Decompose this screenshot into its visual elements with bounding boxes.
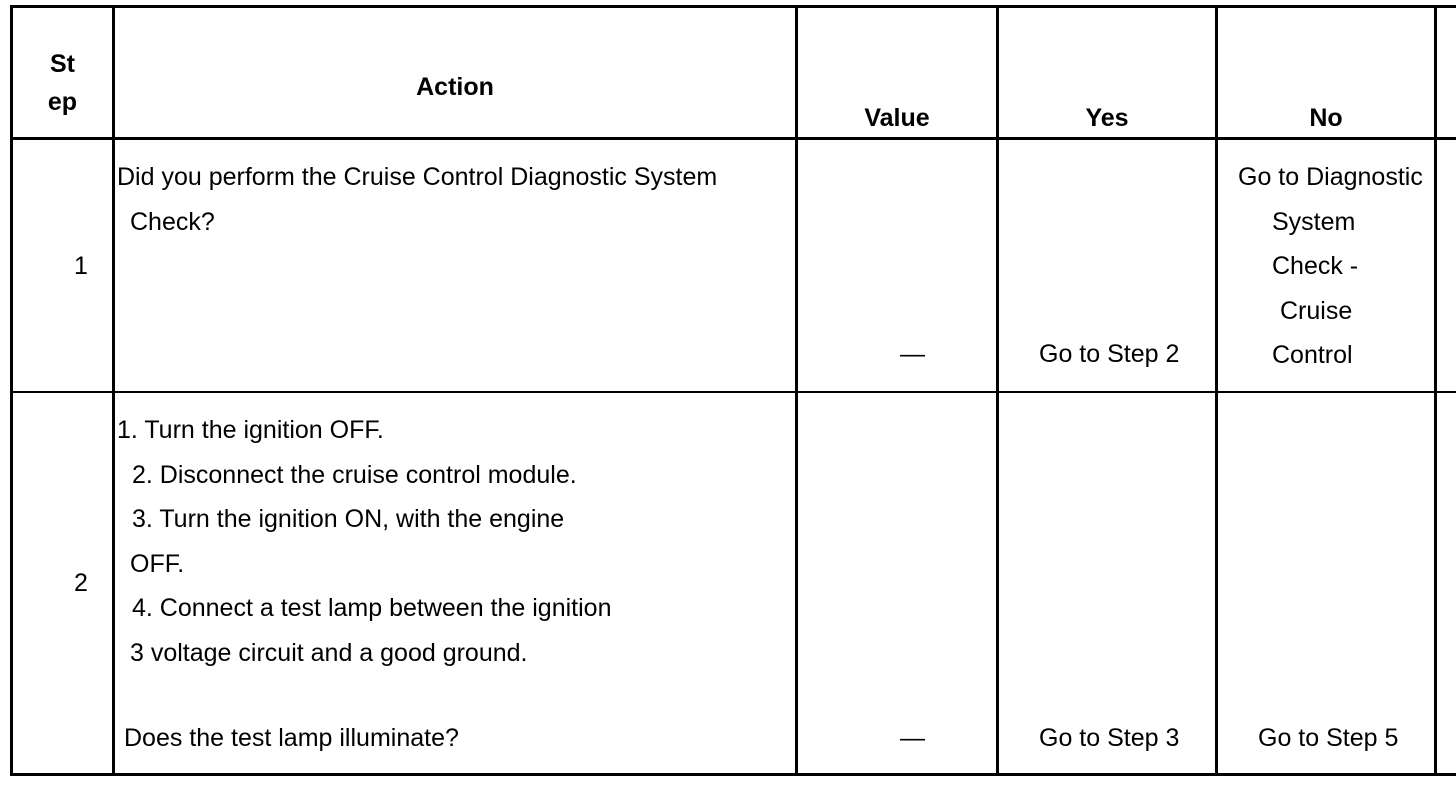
header-step-line2: ep [47,88,78,116]
column-divider-value [996,5,999,776]
row1-step: 1 [74,252,88,280]
header-step-line1: St [50,50,75,78]
row1-no-line: Control [1272,341,1353,369]
row2-action-line: 3 voltage circuit and a good ground. [130,638,528,667]
table-border-right [1434,5,1437,776]
table-border-left [10,5,13,776]
row2-action: 1. Turn the ignition OFF. 2. Disconnect … [117,408,611,675]
row2-no: Go to Step 5 [1258,724,1399,752]
row2-action-line: OFF. [130,549,185,578]
header-no: No [1309,104,1343,132]
row1-action-line: Check? [130,207,215,236]
column-divider-step [112,5,115,776]
column-divider-yes [1215,5,1218,776]
header-step: St ep [13,45,112,121]
row2-action-line: 2. Disconnect the cruise control module. [132,460,577,489]
row2-action-line: 1. Turn the ignition OFF. [117,416,384,444]
column-divider-action [795,5,798,776]
table-border-top [10,5,1456,8]
row2-question: Does the test lamp illuminate? [124,724,459,752]
row2-action-line: 3. Turn the ignition ON, with the engine [132,505,565,533]
header-value: Value [864,104,930,132]
diagnostic-table: St ep Action Value Yes No 1 Did you perf… [10,5,1456,776]
table-border-bottom [10,773,1456,776]
header-divider [10,137,1456,140]
row1-no-line: Check - [1272,252,1359,280]
row1-no: Go to Diagnostic System Check - Cruise C… [1218,155,1456,378]
row-divider [10,391,1456,393]
row1-yes: Go to Step 2 [1039,340,1180,368]
row1-action: Did you perform the Cruise Control Diagn… [117,155,717,244]
row1-no-line: Go to Diagnostic [1238,163,1423,191]
row2-action-line: 4. Connect a test lamp between the ignit… [132,594,612,622]
row1-no-line: Cruise [1280,296,1353,325]
row2-yes: Go to Step 3 [1039,724,1180,752]
row1-action-line: Did you perform the Cruise Control Diagn… [117,163,718,191]
row1-value: — [900,340,925,368]
row1-no-line: System [1272,207,1356,236]
header-action: Action [416,73,494,101]
row2-step: 2 [74,569,88,597]
header-yes: Yes [1085,104,1129,132]
row2-value: — [900,724,925,752]
